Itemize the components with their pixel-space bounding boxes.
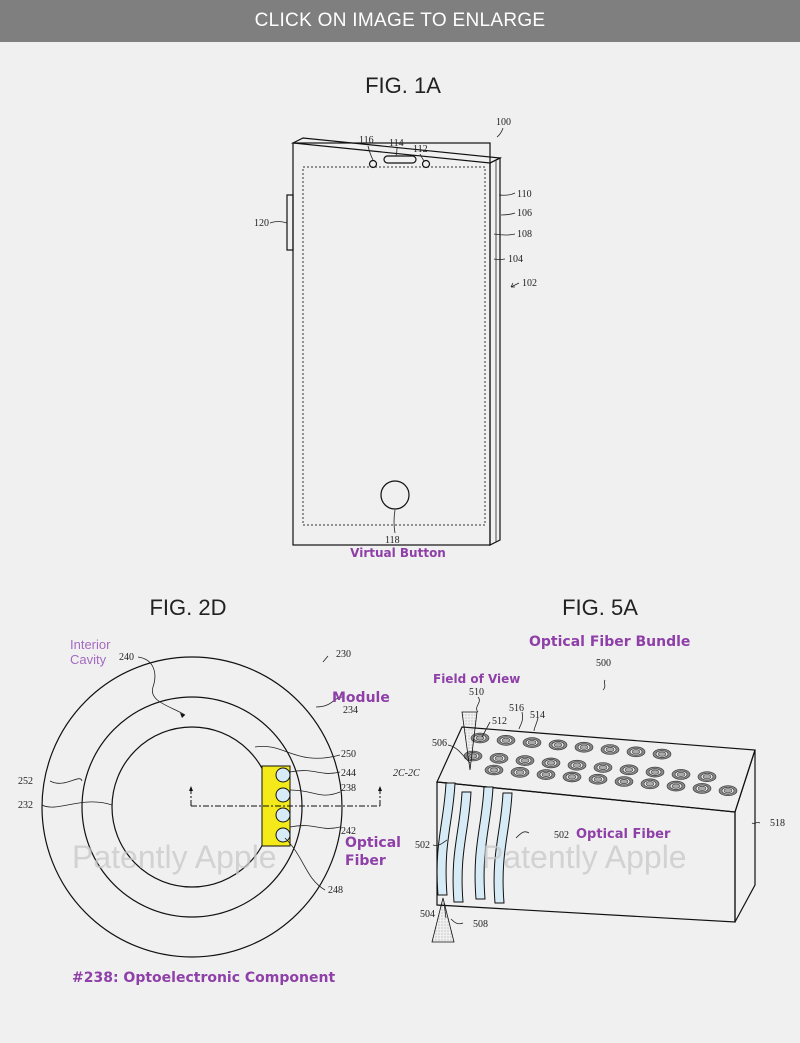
fiber-end	[567, 774, 577, 780]
optical-fiber-bundle-label: Optical Fiber Bundle	[529, 634, 690, 650]
outer-ring	[41, 656, 343, 958]
fiber-end	[593, 776, 603, 782]
fiber-end	[697, 785, 707, 791]
fiber-end	[501, 737, 511, 743]
fiber-end-grid	[463, 732, 738, 797]
fig-5a: FIG. 5A Optical Fiber Bundle Field of Vi…	[415, 595, 785, 943]
ref-510: 510	[469, 687, 484, 698]
fig-5a-title: FIG. 5A	[562, 595, 638, 620]
interior-cavity-label-2: Cavity	[70, 652, 107, 667]
optical-fiber-label-1: Optical	[345, 835, 401, 851]
fiber-end	[527, 740, 537, 746]
ref-234: 234	[343, 705, 358, 716]
fiber-end	[598, 764, 608, 770]
ref-252: 252	[18, 776, 33, 787]
fig-2d: FIG. 2D Interior Cavity Module Optical F…	[18, 595, 420, 986]
fiber-end	[619, 778, 629, 784]
fiber-end	[475, 735, 485, 741]
field-of-view-cone-top	[461, 711, 478, 771]
fiber-end	[723, 788, 733, 794]
field-of-view-label: Field of View	[433, 672, 520, 686]
ref-516: 516	[509, 703, 524, 714]
component-caption: #238: Optoelectronic Component	[72, 970, 335, 986]
ref-248: 248	[328, 885, 343, 896]
display-area	[302, 166, 486, 526]
fiber-end	[702, 774, 712, 780]
fiber-end	[650, 769, 660, 775]
ref-512: 512	[492, 716, 507, 727]
ref-240: 240	[119, 652, 134, 663]
ref-104: 104	[508, 254, 523, 265]
fig-1a-title: FIG. 1A	[365, 73, 441, 98]
ref-232: 232	[18, 800, 33, 811]
fiber-end	[494, 755, 504, 761]
home-button	[380, 480, 410, 510]
fiber-end	[515, 769, 525, 775]
ref-242: 242	[341, 826, 356, 837]
bundle-side-face	[734, 749, 756, 923]
fiber-end	[541, 772, 551, 778]
fiber-end	[489, 767, 499, 773]
front-sensor	[368, 159, 378, 169]
fiber-end	[605, 746, 615, 752]
ref-502-left: 502	[415, 840, 430, 851]
ref-238: 238	[341, 783, 356, 794]
ref-110: 110	[517, 189, 532, 200]
fiber-end	[572, 762, 582, 768]
ref-250: 250	[341, 749, 356, 760]
watermark: Patently Apple	[72, 839, 277, 875]
fiber-end	[645, 781, 655, 787]
enlarge-banner[interactable]: CLICK ON IMAGE TO ENLARGE	[0, 0, 800, 42]
speaker-slot	[383, 155, 417, 164]
ref-514: 514	[530, 710, 545, 721]
fiber-end	[546, 760, 556, 766]
ref-118: 118	[385, 535, 400, 546]
ref-506: 506	[432, 738, 447, 749]
fiber-end	[579, 744, 589, 750]
optical-fibers	[275, 767, 291, 843]
fiber-end	[676, 771, 686, 777]
fiber-strands	[436, 782, 513, 904]
fiber-end	[671, 783, 681, 789]
interior-cavity-label-1: Interior	[70, 637, 111, 652]
fiber-end	[657, 751, 667, 757]
ref-502-right: 502	[554, 830, 569, 841]
front-camera	[421, 159, 431, 169]
phone-drawing: 100 116 114 112 110 106 108 104 102 120 …	[254, 117, 537, 546]
watermark: Patently Apple	[482, 839, 687, 875]
ref-518: 518	[770, 818, 785, 829]
middle-ring	[81, 696, 303, 918]
fiber-end	[553, 742, 563, 748]
ref-244: 244	[341, 768, 356, 779]
optical-fiber-label: Optical Fiber	[576, 827, 671, 842]
ref-504: 504	[420, 909, 435, 920]
phone-front	[292, 142, 491, 546]
fiber-end	[631, 749, 641, 755]
ref-102: 102	[522, 278, 537, 289]
ref-108: 108	[517, 229, 532, 240]
ref-500: 500	[596, 658, 611, 669]
optical-fiber-label-2: Fiber	[345, 853, 386, 869]
fig-1a: FIG. 1A 100 116 114 112 110 106 108 104 …	[254, 73, 537, 560]
section-label: 2C-2C	[393, 768, 420, 779]
ref-508: 508	[473, 919, 488, 930]
ref-230: 230	[336, 649, 351, 660]
fig-2d-title: FIG. 2D	[149, 595, 226, 620]
module-label: Module	[332, 690, 390, 706]
ref-120: 120	[254, 218, 269, 229]
ref-116: 116	[359, 135, 374, 146]
virtual-button-label: Virtual Button	[350, 546, 446, 560]
ref-112: 112	[413, 144, 428, 155]
ref-114: 114	[389, 138, 404, 149]
field-of-view-cone-bottom	[431, 897, 455, 943]
ref-100: 100	[496, 117, 511, 128]
ref-106: 106	[517, 208, 532, 219]
side-button	[286, 194, 294, 251]
fiber-end	[520, 758, 530, 764]
fiber-end	[624, 767, 634, 773]
